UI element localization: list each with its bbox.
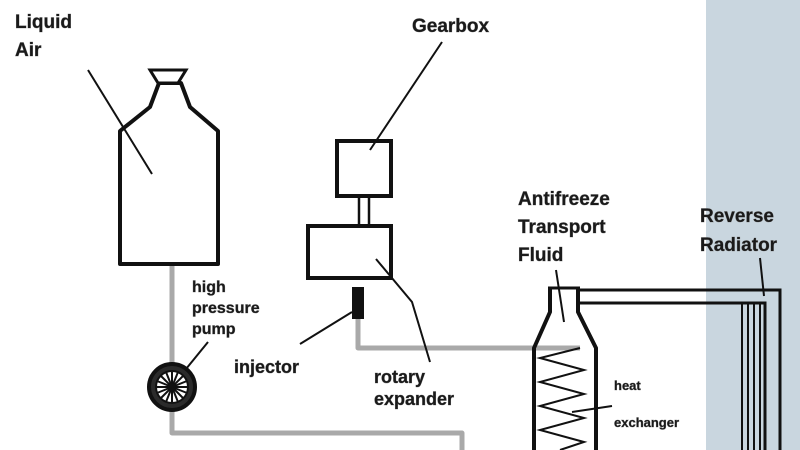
- label-liquid-air-line1: Liquid: [15, 12, 72, 33]
- transport-pipe-inner: [578, 301, 767, 450]
- leader-lines: [87, 41, 765, 413]
- heat-exchanger-vessel: [532, 286, 598, 450]
- pipes: [169, 265, 580, 450]
- leader-heat-exchanger: [571, 405, 613, 413]
- liquid-air-tank: [118, 68, 220, 266]
- pipe-injector-to-exchanger: [355, 318, 580, 351]
- gearbox-box: [335, 139, 393, 198]
- transport-pipe-outer: [578, 288, 782, 450]
- label-antifreeze-line2: Transport: [518, 217, 606, 238]
- label-injector: injector: [234, 357, 299, 377]
- label-pump-line1: high: [192, 279, 226, 296]
- leader-expander: [375, 258, 431, 363]
- leader-antifreeze: [555, 269, 565, 323]
- tank-outline: [118, 81, 220, 266]
- label-radiator-line2: Radiator: [700, 235, 778, 256]
- vessel-outline: [532, 288, 598, 450]
- pump-hub: [168, 383, 176, 391]
- rotary-expander-box: [306, 224, 393, 280]
- transport-pipe: [578, 288, 782, 450]
- label-antifreeze-line3: Fluid: [518, 245, 563, 266]
- radiator-tubes: [741, 303, 761, 450]
- label-heat-exchanger-line2: exchanger: [614, 415, 679, 430]
- label-radiator-line1: Reverse: [700, 206, 774, 227]
- leader-gearbox: [369, 41, 443, 151]
- label-pump-line3: pump: [192, 321, 236, 338]
- label-antifreeze-line1: Antifreeze: [518, 189, 610, 210]
- label-heat-exchanger-line1: heat: [614, 378, 641, 393]
- leader-liquid-air: [87, 69, 153, 175]
- high-pressure-pump: [147, 362, 197, 412]
- tank-cap: [147, 68, 189, 85]
- injector-body: [352, 287, 364, 319]
- pipe-pump-to-return: [169, 408, 465, 450]
- leader-injector: [299, 311, 353, 345]
- label-pump-line2: pressure: [192, 300, 260, 317]
- heat-exchanger-coil: [536, 347, 588, 450]
- label-gearbox: Gearbox: [412, 16, 490, 37]
- label-expander-line2: expander: [374, 389, 454, 409]
- label-expander-line1: rotary: [374, 367, 425, 387]
- leader-pump: [185, 341, 209, 370]
- leader-radiator: [759, 257, 765, 297]
- label-liquid-air-line2: Air: [15, 40, 42, 61]
- drive-shaft: [357, 196, 371, 226]
